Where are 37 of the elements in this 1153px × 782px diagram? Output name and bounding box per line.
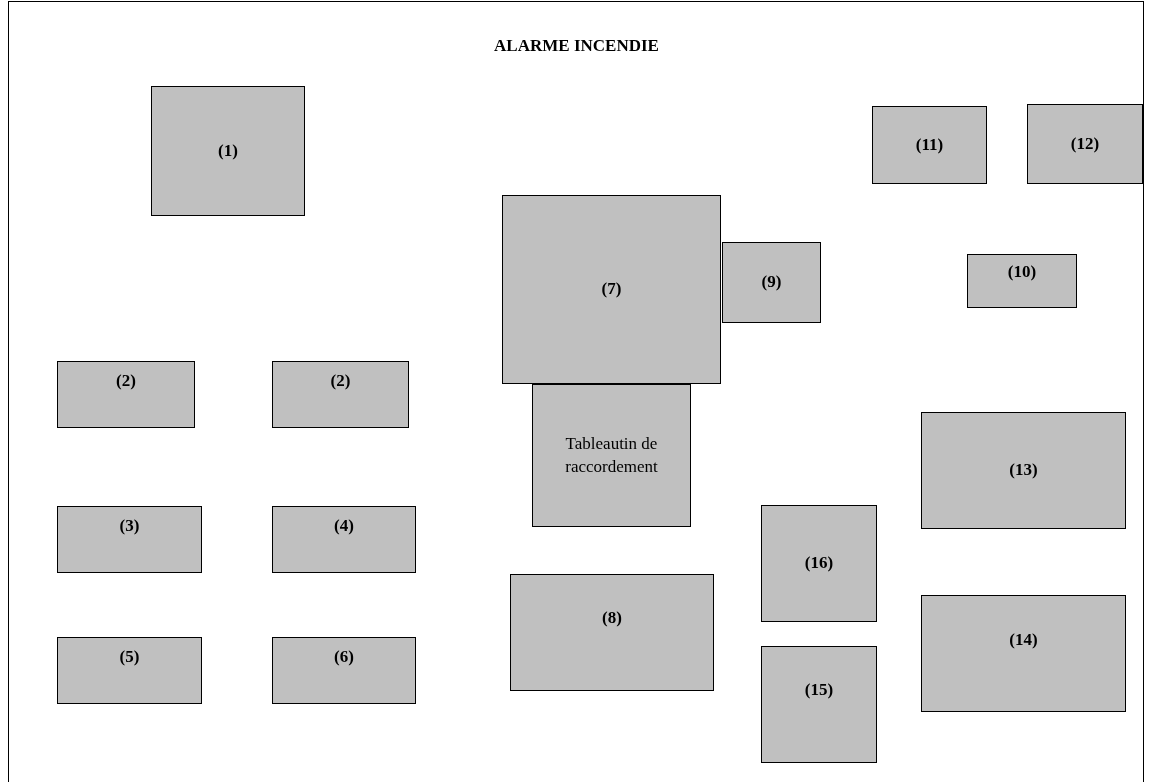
box-label: (1) — [218, 139, 238, 162]
box-label: (16) — [804, 552, 834, 575]
component-box — [57, 506, 202, 573]
box-label: (3) — [119, 515, 140, 537]
box-label: (6) — [334, 646, 354, 668]
component-box — [272, 361, 409, 428]
box-label: (10) — [1007, 261, 1037, 283]
component-box — [921, 412, 1126, 529]
component-box — [872, 106, 987, 184]
component-box — [272, 506, 416, 573]
component-box — [57, 637, 202, 704]
box-label: (14) — [1009, 629, 1038, 651]
component-box — [57, 361, 195, 428]
box-label: (4) — [334, 515, 354, 537]
box-label: Tableautin de raccordement — [564, 432, 659, 478]
box-label: (2) — [116, 370, 136, 392]
component-box — [761, 646, 877, 763]
box-label: (5) — [119, 646, 140, 668]
component-box — [510, 574, 714, 691]
box-label: (8) — [602, 607, 622, 629]
component-box — [151, 86, 305, 216]
box-label: (12) — [1070, 132, 1100, 155]
component-box — [921, 595, 1126, 712]
box-label: (7) — [601, 278, 622, 301]
component-box — [967, 254, 1077, 308]
component-box — [502, 195, 721, 384]
box-label: (2) — [330, 370, 351, 392]
component-box — [722, 242, 821, 323]
component-box — [272, 637, 416, 704]
component-box — [1027, 104, 1143, 184]
diagram-title: ALARME INCENDIE — [494, 36, 659, 56]
box-label: (9) — [761, 271, 782, 294]
box-label: (13) — [1009, 459, 1038, 482]
component-box — [532, 384, 691, 527]
component-box — [761, 505, 877, 622]
box-label: (11) — [915, 133, 944, 156]
box-label: (15) — [804, 679, 834, 701]
